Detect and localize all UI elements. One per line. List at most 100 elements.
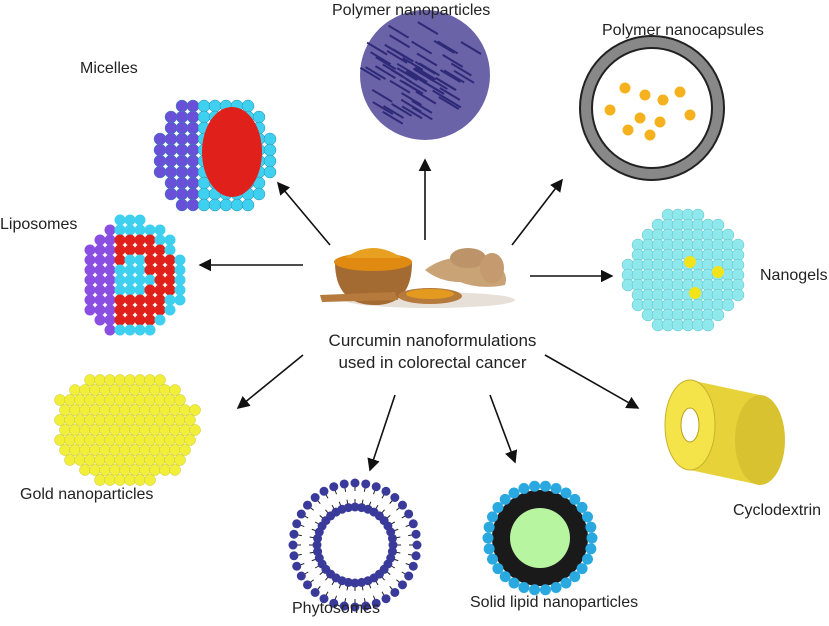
liposome-bead xyxy=(95,285,106,296)
label-polymer-nanoparticles: Polymer nanoparticles xyxy=(332,2,490,20)
micelle-bead xyxy=(154,133,166,145)
drug-dot xyxy=(684,256,696,268)
liposome-bead xyxy=(95,255,106,266)
lipid-head xyxy=(311,493,320,502)
liposome-bead xyxy=(135,315,146,326)
gold-particle xyxy=(75,415,86,426)
liposome-bead xyxy=(145,255,156,266)
liposome-bead xyxy=(95,235,106,246)
gold-particle xyxy=(100,425,111,436)
liposome-bead xyxy=(125,225,136,236)
micelle-bead xyxy=(165,144,177,156)
label-gold-nanoparticles: Gold nanoparticles xyxy=(20,486,153,504)
lipid-head xyxy=(381,487,390,496)
micelle-bead xyxy=(176,188,188,200)
micelle-bead xyxy=(176,122,188,134)
lipid-head xyxy=(487,511,498,522)
gold-particle xyxy=(60,445,71,456)
lipid-head xyxy=(303,501,312,510)
gold-particle xyxy=(170,425,181,436)
label-solid-lipid-nanoparticles: Solid lipid nanoparticles xyxy=(470,594,638,612)
gold-particle xyxy=(110,425,121,436)
gold-nanoparticle-illustration xyxy=(55,375,201,486)
liposome-bead xyxy=(115,215,126,226)
gold-particle xyxy=(150,445,161,456)
liposome-bead xyxy=(155,305,166,316)
gold-particle xyxy=(125,455,136,466)
gold-particle xyxy=(175,455,186,466)
gold-particle xyxy=(170,385,181,396)
gold-particle xyxy=(95,455,106,466)
gold-particle xyxy=(105,455,116,466)
gold-particle xyxy=(180,445,191,456)
gold-particle xyxy=(155,435,166,446)
gold-particle xyxy=(155,395,166,406)
gold-particle xyxy=(145,375,156,386)
turmeric-image xyxy=(320,248,515,308)
liposome-bead xyxy=(105,245,116,256)
micelle-bead xyxy=(198,188,210,200)
gold-particle xyxy=(175,415,186,426)
gold-particle xyxy=(85,415,96,426)
gold-particle xyxy=(95,415,106,426)
micelle-bead xyxy=(165,155,177,167)
lipid-head xyxy=(551,483,562,494)
gold-particle xyxy=(165,455,176,466)
liposome-bead xyxy=(175,285,186,296)
label-polymer-nanocapsules: Polymer nanocapsules xyxy=(602,22,764,40)
micelle-core xyxy=(202,107,262,197)
gold-particle xyxy=(175,395,186,406)
lipid-head xyxy=(292,562,301,571)
gold-particle xyxy=(135,395,146,406)
gold-particle xyxy=(105,415,116,426)
lipid-head xyxy=(404,571,413,580)
gold-particle xyxy=(130,445,141,456)
micelle-bead xyxy=(165,166,177,178)
gold-particle xyxy=(90,445,101,456)
label-micelles: Micelles xyxy=(80,60,138,78)
liposome-bead xyxy=(115,235,126,246)
gold-particle xyxy=(70,425,81,436)
liposome-bead xyxy=(105,265,116,276)
lipid-head xyxy=(292,519,301,528)
liposome-bead xyxy=(85,275,96,286)
gold-particle xyxy=(160,425,171,436)
lipid-head xyxy=(587,533,598,544)
cyclodextrin-illustration xyxy=(665,380,785,485)
gold-particle xyxy=(150,385,161,396)
gold-particle xyxy=(160,385,171,396)
gold-particle xyxy=(80,445,91,456)
gold-particle xyxy=(55,395,66,406)
lipid-head xyxy=(561,578,572,589)
label-cyclodextrin: Cyclodextrin xyxy=(733,502,821,520)
gold-particle xyxy=(75,435,86,446)
micelle-bead xyxy=(176,133,188,145)
liposome-bead xyxy=(125,235,136,246)
lipid-head xyxy=(500,494,511,505)
liposome-bead xyxy=(155,275,166,286)
liposome-bead xyxy=(175,295,186,306)
micelle-bead xyxy=(176,111,188,123)
drug-dot xyxy=(712,266,724,278)
gold-particle xyxy=(85,375,96,386)
gold-particle xyxy=(55,415,66,426)
gold-particle xyxy=(125,475,136,486)
drug-dot xyxy=(640,90,651,101)
micelle-bead xyxy=(198,111,210,123)
gold-particle xyxy=(65,455,76,466)
lipid-head xyxy=(398,580,407,589)
micelle-bead xyxy=(165,111,177,123)
liposome-bead xyxy=(165,285,176,296)
micelle-bead xyxy=(187,144,199,156)
liposome-bead xyxy=(115,285,126,296)
gold-particle xyxy=(125,375,136,386)
gold-particle xyxy=(90,385,101,396)
gold-particle xyxy=(55,435,66,446)
liposome-bead xyxy=(175,255,186,266)
gold-particle xyxy=(110,445,121,456)
lipid-head xyxy=(582,554,593,565)
micelle-bead xyxy=(198,199,210,211)
gold-particle xyxy=(125,435,136,446)
gold-particle xyxy=(135,415,146,426)
